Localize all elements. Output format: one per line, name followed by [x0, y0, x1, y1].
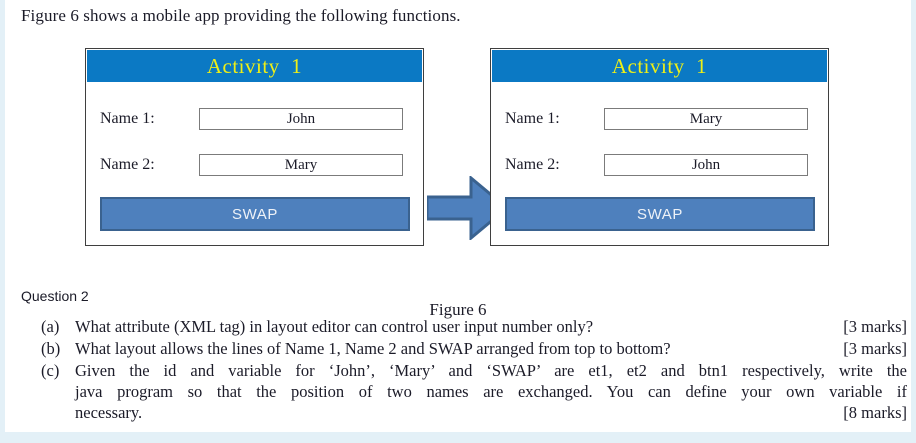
question-marker-b: (b): [41, 339, 61, 358]
question-text-c-line3: necessary.: [75, 403, 143, 422]
question-text-a: What attribute (XML tag) in layout edito…: [75, 317, 594, 336]
input-name1-before[interactable]: John: [199, 108, 403, 130]
label-name1-before: Name 1:: [100, 110, 155, 127]
field-row-name1-after: Name 1: Mary: [491, 107, 828, 131]
right-block-arrow-icon: [425, 174, 510, 242]
field-row-name2-before: Name 2: Mary: [86, 153, 423, 177]
question-text-b: What layout allows the lines of Name 1, …: [75, 339, 671, 358]
question-marks-a: [3 marks]: [843, 317, 907, 336]
question-item-a: (a) What attribute (XML tag) in layout e…: [41, 316, 907, 337]
panel-title-after: Activity 1: [611, 53, 708, 78]
panel-title-before: Activity 1: [206, 53, 303, 78]
input-name2-before[interactable]: Mary: [199, 154, 403, 176]
swap-button-before[interactable]: SWAP: [100, 197, 410, 231]
activity-panel-before: Activity 1 Name 1: John Name 2: Mary SWA…: [85, 48, 424, 246]
question-marks-b: [3 marks]: [843, 339, 907, 358]
swap-button-after[interactable]: SWAP: [505, 197, 815, 231]
input-name2-after[interactable]: John: [604, 154, 808, 176]
panel-header-after: Activity 1: [492, 50, 827, 82]
label-name2-after: Name 2:: [505, 156, 560, 173]
question-text-c-line2: java program so that the position of two…: [75, 382, 907, 401]
input-name1-after[interactable]: Mary: [604, 108, 808, 130]
label-name1-after: Name 1:: [505, 110, 560, 127]
field-row-name1-before: Name 1: John: [86, 107, 423, 131]
question-heading: Question 2: [21, 288, 89, 304]
question-marker-c: (c): [41, 361, 60, 380]
figure-area: Activity 1 Name 1: John Name 2: Mary SWA…: [5, 48, 911, 319]
activity-panel-after: Activity 1 Name 1: Mary Name 2: John SWA…: [490, 48, 829, 246]
figure-caption: Figure 6: [429, 300, 487, 319]
field-row-name2-after: Name 2: John: [491, 153, 828, 177]
question-text-c-line1: Given the id and variable for ‘John’, ‘M…: [75, 361, 907, 380]
question-list: (a) What attribute (XML tag) in layout e…: [41, 316, 907, 424]
question-item-b: (b) What layout allows the lines of Name…: [41, 338, 907, 359]
label-name2-before: Name 2:: [100, 156, 155, 173]
panel-header-before: Activity 1: [87, 50, 422, 82]
question-item-c: (c) Given the id and variable for ‘John’…: [41, 360, 907, 423]
question-marks-c: [8 marks]: [843, 403, 907, 422]
intro-text: Figure 6 shows a mobile app providing th…: [21, 6, 461, 25]
document-page: Figure 6 shows a mobile app providing th…: [5, 0, 911, 432]
question-text-c-line3-row: necessary. [8 marks]: [75, 402, 907, 423]
question-marker-a: (a): [41, 317, 60, 336]
